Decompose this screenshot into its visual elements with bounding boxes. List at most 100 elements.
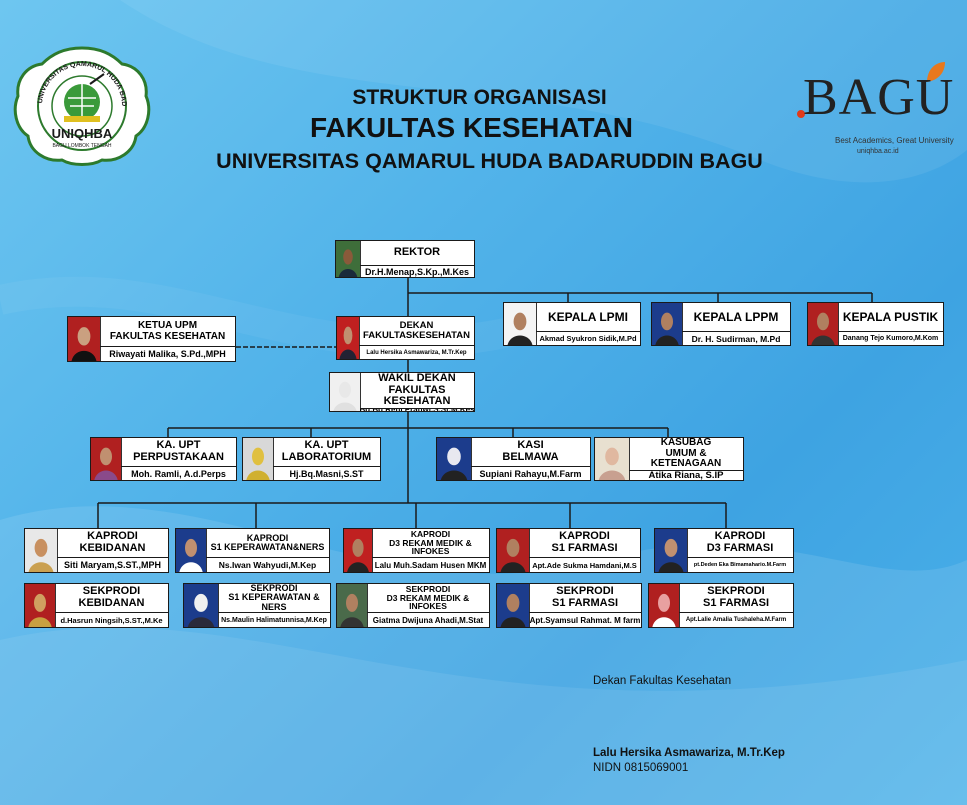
box-name: Lalu Hersika Asmawariza, M.Tr.Kep xyxy=(359,345,474,359)
box-name: Dr.H.Menap,S.Kp.,M.Kes xyxy=(360,265,474,277)
box-title: SEKPRODI S1 FARMASI xyxy=(702,585,769,609)
box-name: Apt.Lalie Amalia Tushaleha.M.Farm xyxy=(679,612,793,627)
avatar xyxy=(437,438,472,480)
box-name: Akmad Syukron Sidik,M.Pd xyxy=(536,331,640,345)
box-name: Giatma Dwijuna Ahadi,M.Stat xyxy=(367,612,489,627)
avatar xyxy=(184,584,219,627)
avatar xyxy=(336,241,361,277)
org-box-lppm: KEPALA LPPM Dr. H. Sudirman, M.Pd xyxy=(651,302,791,346)
title-line-3: UNIVERSITAS QAMARUL HUDA BADARUDDIN BAGU xyxy=(216,149,763,173)
org-box-sp-ners: SEKPRODI S1 KEPERAWATAN & NERS Ns.Maulin… xyxy=(183,583,331,628)
box-title: KAPRODI D3 REKAM MEDIK & INFOKES xyxy=(389,528,472,557)
box-name: Lalu Muh.Sadam Husen MKM xyxy=(372,557,489,572)
title-line-2: FAKULTAS KESEHATAN xyxy=(309,112,634,143)
avatar xyxy=(497,529,530,572)
avatar xyxy=(337,317,360,359)
box-title: KAPRODI D3 FARMASI xyxy=(706,530,774,554)
bagu-dot-icon xyxy=(797,110,805,118)
org-box-kp-bid: KAPRODI KEBIDANAN Siti Maryam,S.ST.,MPH xyxy=(24,528,169,573)
box-title: KEPALA PUSTIK xyxy=(842,309,939,324)
org-box-lpmi: KEPALA LPMI Akmad Syukron Sidik,M.Pd xyxy=(503,302,641,346)
box-name: Ns.Maulin Halimatunnisa,M.Kep xyxy=(218,612,330,627)
avatar xyxy=(25,529,58,572)
avatar xyxy=(504,303,537,345)
box-name: Apt.Ade Sukma Hamdani,M.S xyxy=(529,557,640,572)
box-name: Ns.Iwan Wahyudi,M.Kep xyxy=(206,557,329,572)
org-box-upt-lab: KA. UPT LABORATORIUM Hj.Bq.Masni,S.ST xyxy=(242,437,381,481)
box-name: Bd.Bq Reni Pratiwi,S.St.M.Kes xyxy=(360,407,474,411)
box-title: SEKPRODI D3 REKAM MEDIK & INFOKES xyxy=(386,583,470,612)
org-box-sp-s1f2: SEKPRODI S1 FARMASI Apt.Lalie Amalia Tus… xyxy=(648,583,794,628)
logo-sub-text: BAGU LOMBOK TENGAH xyxy=(52,143,112,149)
box-name: Hj.Bq.Masni,S.ST xyxy=(273,466,380,480)
bagu-url: uniqhba.ac.id xyxy=(857,148,899,155)
avatar xyxy=(68,317,101,361)
avatar xyxy=(649,584,680,627)
avatar xyxy=(91,438,122,480)
org-box-upt-pus: KA. UPT PERPUSTAKAAN Moh. Ramli, A.d.Per… xyxy=(90,437,237,481)
org-box-belmawa: KASI BELMAWA Supiani Rahayu,M.Farm xyxy=(436,437,591,481)
org-box-dekan: DEKAN FAKULTASKESEHATAN Lalu Hersika Asm… xyxy=(336,316,475,360)
box-title: KAPRODI S1 KEPERAWATAN&NERS xyxy=(210,532,325,552)
avatar xyxy=(655,529,688,572)
bagu-logo: BAGU Best Academics, Great University un… xyxy=(795,58,960,168)
signature-name: Lalu Hersika Asmawariza, M.Tr.Kep xyxy=(593,747,785,759)
box-name: pt.Deden Eka Bimamahario.M.Farm xyxy=(687,557,793,572)
box-name: Danang Tejo Kumoro,M.Kom xyxy=(838,331,943,345)
box-name: Moh. Ramli, A.d.Perps xyxy=(121,466,236,480)
avatar xyxy=(652,303,683,345)
avatar xyxy=(243,438,274,480)
avatar xyxy=(176,529,207,572)
org-box-sp-s1f: SEKPRODI S1 FARMASI Apt.Syamsul Rahmat. … xyxy=(496,583,642,628)
org-box-kp-s1f: KAPRODI S1 FARMASI Apt.Ade Sukma Hamdani… xyxy=(496,528,641,573)
avatar xyxy=(595,438,630,480)
box-name: Apt.Syamsul Rahmat. M farm xyxy=(529,612,641,627)
box-title: DEKAN FAKULTASKESEHATAN xyxy=(363,320,470,341)
avatar xyxy=(497,584,530,627)
org-box-kp-ners: KAPRODI S1 KEPERAWATAN&NERS Ns.Iwan Wahy… xyxy=(175,528,330,573)
avatar xyxy=(337,584,368,627)
org-box-sp-rm: SEKPRODI D3 REKAM MEDIK & INFOKES Giatma… xyxy=(336,583,490,628)
box-name: Supiani Rahayu,M.Farm xyxy=(471,466,590,480)
box-title: KASUBAG UMUM & KETENAGAAN xyxy=(650,437,722,469)
leaf-icon xyxy=(927,62,945,82)
avatar xyxy=(330,373,361,411)
title-line-1: STRUKTUR ORGANISASI xyxy=(352,86,607,109)
signature-nidn: NIDN 0815069001 xyxy=(593,762,689,774)
avatar xyxy=(25,584,56,627)
box-name: Dr. H. Sudirman, M.Pd xyxy=(682,331,790,345)
box-title: SEKPRODI S1 FARMASI xyxy=(551,585,618,609)
box-name: Siti Maryam,S.ST.,MPH xyxy=(57,557,168,572)
bagu-brand: BAGU xyxy=(803,69,955,126)
box-title: WAKIL DEKAN FAKULTAS KESEHATAN xyxy=(378,372,456,408)
box-title: KA. UPT PERPUSTAKAAN xyxy=(133,439,224,463)
org-box-rektor: REKTOR Dr.H.Menap,S.Kp.,M.Kes xyxy=(335,240,475,278)
bagu-tagline: Best Academics, Great University xyxy=(835,136,954,145)
box-name: Atika Riana, S.IP xyxy=(629,469,743,480)
box-title: KEPALA LPMI xyxy=(548,309,628,324)
org-box-wadek: WAKIL DEKAN FAKULTAS KESEHATAN Bd.Bq Ren… xyxy=(329,372,475,412)
avatar xyxy=(344,529,373,572)
org-box-ketua-upm: KETUA UPM FAKULTAS KESEHATAN Riwayati Ma… xyxy=(67,316,236,362)
box-title: SEKPRODI KEBIDANAN xyxy=(78,585,145,609)
org-box-kasubag: KASUBAG UMUM & KETENAGAAN Atika Riana, S… xyxy=(594,437,744,481)
box-title: KASI BELMAWA xyxy=(502,439,559,463)
box-name: d.Hasrun Ningsih,S.ST.,M.Ke xyxy=(55,612,168,627)
signature-role: Dekan Fakultas Kesehatan xyxy=(593,675,732,687)
box-title: KAPRODI S1 FARMASI xyxy=(551,530,618,554)
box-title: REKTOR xyxy=(393,246,441,259)
box-title: KAPRODI KEBIDANAN xyxy=(79,530,146,554)
logo-uniqhba-text: UNIQHBA xyxy=(51,126,113,141)
box-title: KEPALA LPPM xyxy=(693,309,779,324)
org-box-kp-d3f: KAPRODI D3 FARMASI pt.Deden Eka Bimamaha… xyxy=(654,528,794,573)
org-box-kp-rm: KAPRODI D3 REKAM MEDIK & INFOKES Lalu Mu… xyxy=(343,528,490,573)
org-box-sp-bid: SEKPRODI KEBIDANAN d.Hasrun Ningsih,S.ST… xyxy=(24,583,169,628)
uniqhba-logo: UNIQHBA BAGU LOMBOK TENGAH UNIVERSITAS Q… xyxy=(12,44,152,166)
org-box-pustik: KEPALA PUSTIK Danang Tejo Kumoro,M.Kom xyxy=(807,302,944,346)
avatar xyxy=(808,303,839,345)
box-title: KA. UPT LABORATORIUM xyxy=(281,439,372,463)
box-title: SEKPRODI S1 KEPERAWATAN & NERS xyxy=(228,583,320,612)
box-title: KETUA UPM FAKULTAS KESEHATAN xyxy=(109,320,226,342)
box-name: Riwayati Malika, S.Pd.,MPH xyxy=(100,346,235,361)
